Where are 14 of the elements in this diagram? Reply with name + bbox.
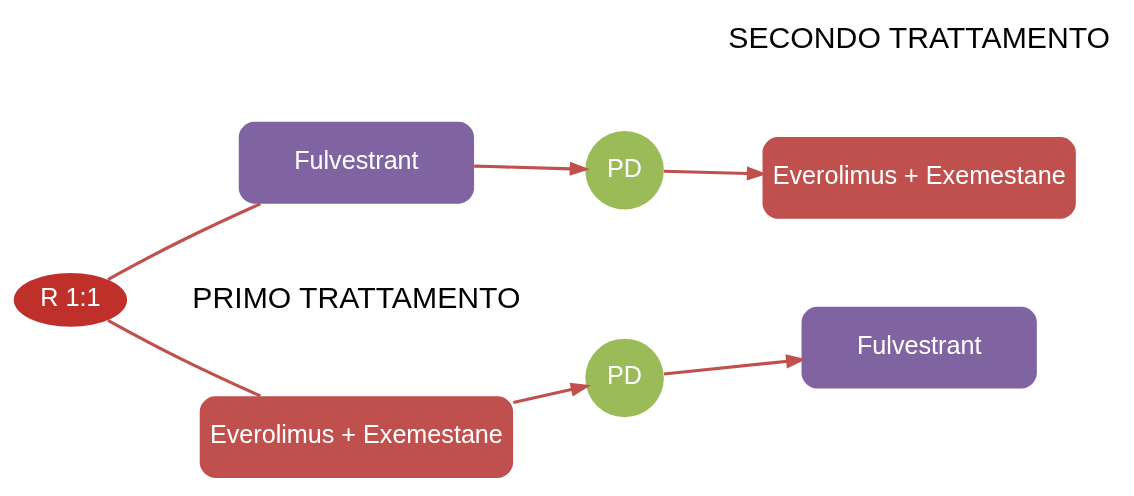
node-ellipse: R 1:1 — [13, 272, 128, 327]
node-box: Fulvestrant — [238, 121, 475, 204]
arrow — [663, 354, 807, 376]
node-box: Everolimus + Exemestane — [762, 136, 1076, 219]
arrow — [513, 382, 591, 404]
connector — [107, 318, 262, 398]
connector — [107, 202, 262, 281]
node-box: Fulvestrant — [801, 306, 1037, 389]
arrow — [474, 161, 590, 176]
node-circle: PD — [585, 131, 664, 210]
node-box: Everolimus + Exemestane — [199, 396, 514, 478]
label: SECONDO TRATTAMENTO — [728, 21, 1111, 55]
node-circle: PD — [585, 338, 664, 418]
label: PRIMO TRATTAMENTO — [192, 280, 521, 314]
